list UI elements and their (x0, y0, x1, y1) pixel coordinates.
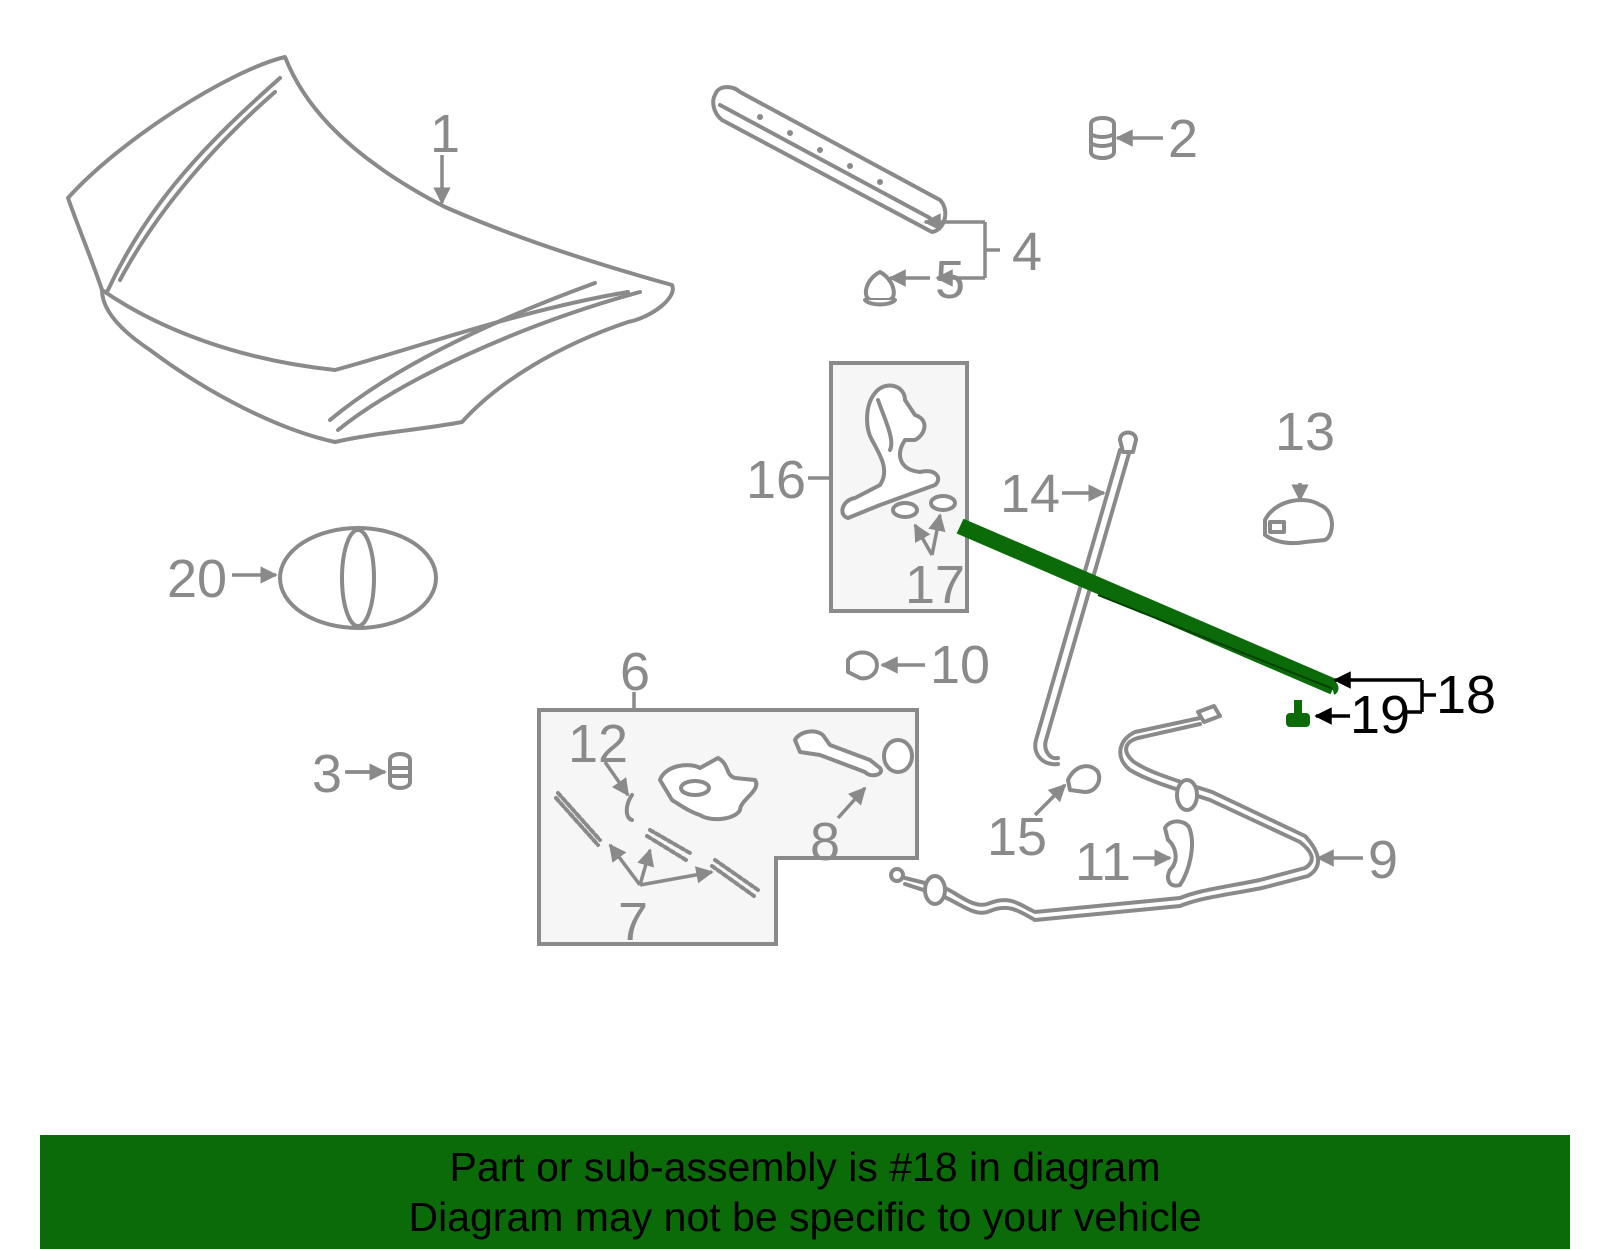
banner-line-1: Part or sub-assembly is #18 in diagram (449, 1144, 1161, 1190)
callout-16: 16 (746, 450, 806, 510)
latch-springs (554, 791, 760, 898)
callout-2: 2 (1168, 109, 1198, 169)
prop-rod-holder (1066, 764, 1102, 794)
callout-9: 9 (1368, 830, 1398, 890)
hood-prop-rod (1033, 430, 1138, 767)
emblem (278, 526, 438, 630)
callout-12: 12 (568, 714, 628, 774)
callout-6: 6 (620, 642, 650, 702)
leader-lines (232, 129, 1363, 887)
hood-support-strut (956, 518, 1339, 695)
callout-8: 8 (810, 812, 840, 872)
strut-bolt (1286, 700, 1310, 727)
callout-18: 18 (1436, 665, 1496, 725)
callout-13: 13 (1275, 402, 1335, 462)
clip-part-3 (388, 752, 412, 790)
hood-bumper (1263, 498, 1334, 546)
cable-clamp (1163, 819, 1194, 888)
callout-19: 19 (1350, 685, 1410, 745)
banner-line-2: Diagram may not be specific to your vehi… (408, 1194, 1202, 1240)
latch-handle (793, 729, 914, 778)
release-cable (889, 704, 1320, 922)
hood-hinge (840, 383, 957, 520)
callout-1: 1 (430, 104, 460, 164)
callout-10: 10 (930, 635, 990, 695)
hood-latch (658, 756, 759, 822)
callout-5: 5 (935, 250, 965, 310)
callout-11: 11 (1075, 832, 1131, 892)
hood-panel (66, 55, 675, 444)
callout-3: 3 (312, 744, 342, 804)
callout-15: 15 (987, 807, 1047, 867)
info-banner: Part or sub-assembly is #18 in diagram D… (40, 1135, 1570, 1249)
callout-14: 14 (1000, 464, 1060, 524)
clip-part-2 (1089, 116, 1116, 160)
hood-seal (711, 85, 948, 234)
seal-clip (863, 270, 897, 307)
callout-20: 20 (167, 549, 227, 609)
clip-part-10 (846, 650, 879, 681)
callout-17: 17 (905, 555, 965, 615)
callout-4: 4 (1012, 222, 1042, 282)
latch-group-box (537, 708, 919, 946)
callout-7: 7 (618, 892, 648, 952)
highlight-leader-lines (1314, 680, 1436, 725)
